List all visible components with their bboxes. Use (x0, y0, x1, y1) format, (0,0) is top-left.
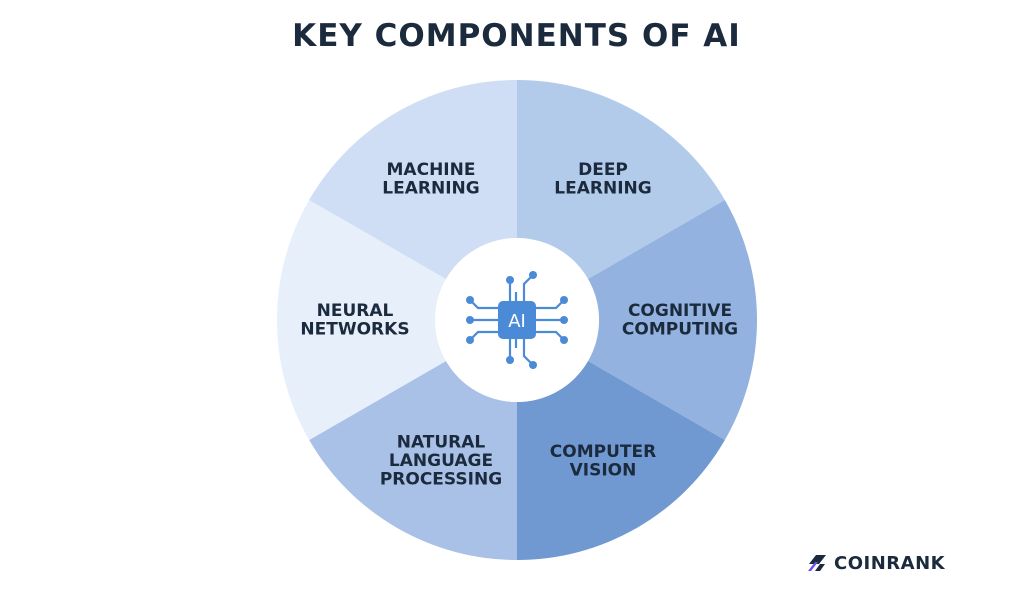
ai-chip-icon: AI (466, 271, 568, 369)
wheel-segments (277, 80, 757, 560)
wheel-segment (517, 361, 725, 560)
wheel-segment (517, 80, 725, 279)
brand-part-coin: COIN (834, 552, 887, 574)
wheel-segment (309, 80, 517, 279)
coinrank-logo: COINRANK (806, 550, 945, 576)
wheel-segment (588, 200, 757, 440)
wheel-segment (277, 200, 446, 440)
brand-part-rank: RANK (886, 552, 946, 574)
diagram-title: KEY COMPONENTS OF AI (292, 18, 741, 54)
coinrank-logo-icon (808, 555, 826, 571)
wheel-segment (309, 361, 517, 560)
ai-chip-label: AI (508, 311, 526, 332)
